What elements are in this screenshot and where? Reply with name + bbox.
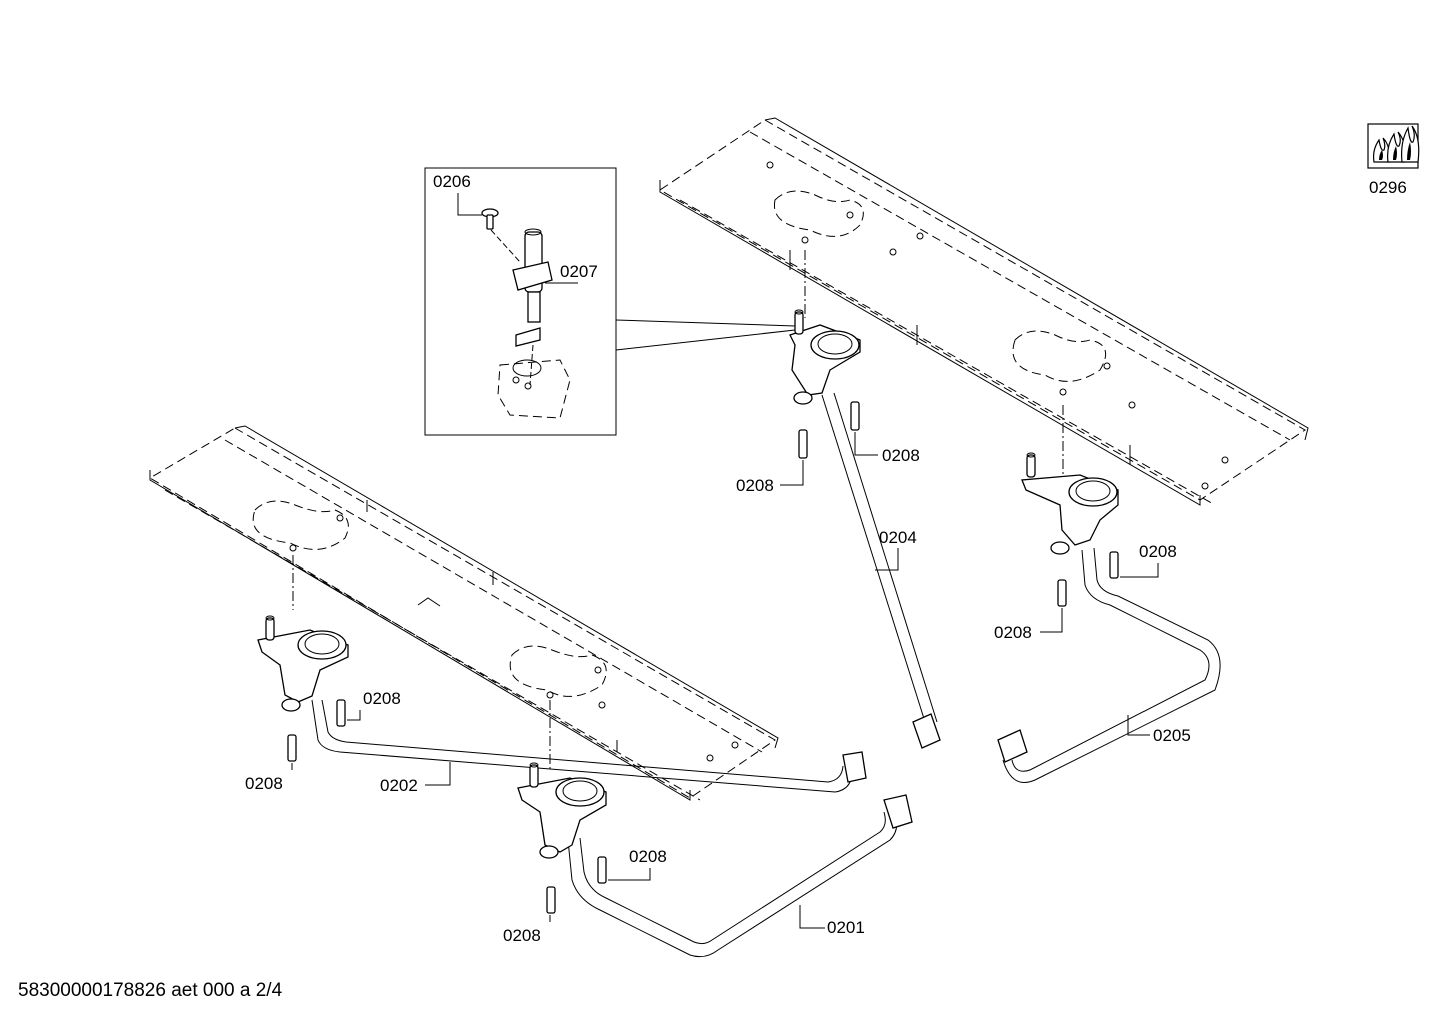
screw-left-a [336, 699, 346, 727]
screw-upper-left [798, 429, 808, 459]
label-0207: 0207 [560, 262, 598, 281]
label-0208-upper-right: 0208 [882, 446, 920, 465]
screw-right-b [1057, 579, 1067, 607]
lower-left-rail [149, 425, 779, 801]
label-0208-left-b: 0208 [245, 774, 283, 793]
label-0296: 0296 [1369, 178, 1407, 197]
gas-flame-symbol-icon [1367, 123, 1420, 169]
screw-lower-b [546, 886, 556, 914]
label-0208-right-b: 0208 [994, 623, 1032, 642]
screw-left-b [287, 734, 297, 762]
label-0205: 0205 [1153, 726, 1191, 745]
burner-valve-left [257, 615, 349, 712]
burner-valve-right [1021, 452, 1119, 555]
burner-valve-lower [517, 762, 607, 859]
detail-inset [424, 167, 796, 436]
screw-right-a [1109, 551, 1119, 579]
gas-pipes [311, 392, 1221, 958]
part-labels: 0206 0207 0296 0208 0208 0204 0208 0208 … [245, 172, 1407, 945]
label-0208-left-a: 0208 [363, 689, 401, 708]
burner-valve-upper [789, 309, 861, 405]
label-0206: 0206 [433, 172, 471, 191]
inset-screw [481, 208, 499, 230]
label-0208-right-a: 0208 [1139, 542, 1177, 561]
label-0208-lower-a: 0208 [629, 847, 667, 866]
inset-valve-fragment [497, 359, 571, 419]
alignment-lines [292, 250, 1064, 770]
label-0202: 0202 [380, 776, 418, 795]
upper-right-rail [659, 117, 1309, 506]
leader-lines [291, 193, 1159, 929]
label-0204: 0204 [879, 528, 917, 547]
label-0208-upper-left: 0208 [736, 476, 774, 495]
drawing-reference-footer: 58300000178826 aet 000 a 2/4 [18, 980, 283, 1001]
label-0201: 0201 [827, 918, 865, 937]
screws [287, 401, 1119, 914]
label-0208-lower-b: 0208 [503, 926, 541, 945]
inset-electrode [512, 228, 553, 347]
screw-lower-a [597, 856, 607, 884]
screw-upper-right [850, 401, 860, 431]
